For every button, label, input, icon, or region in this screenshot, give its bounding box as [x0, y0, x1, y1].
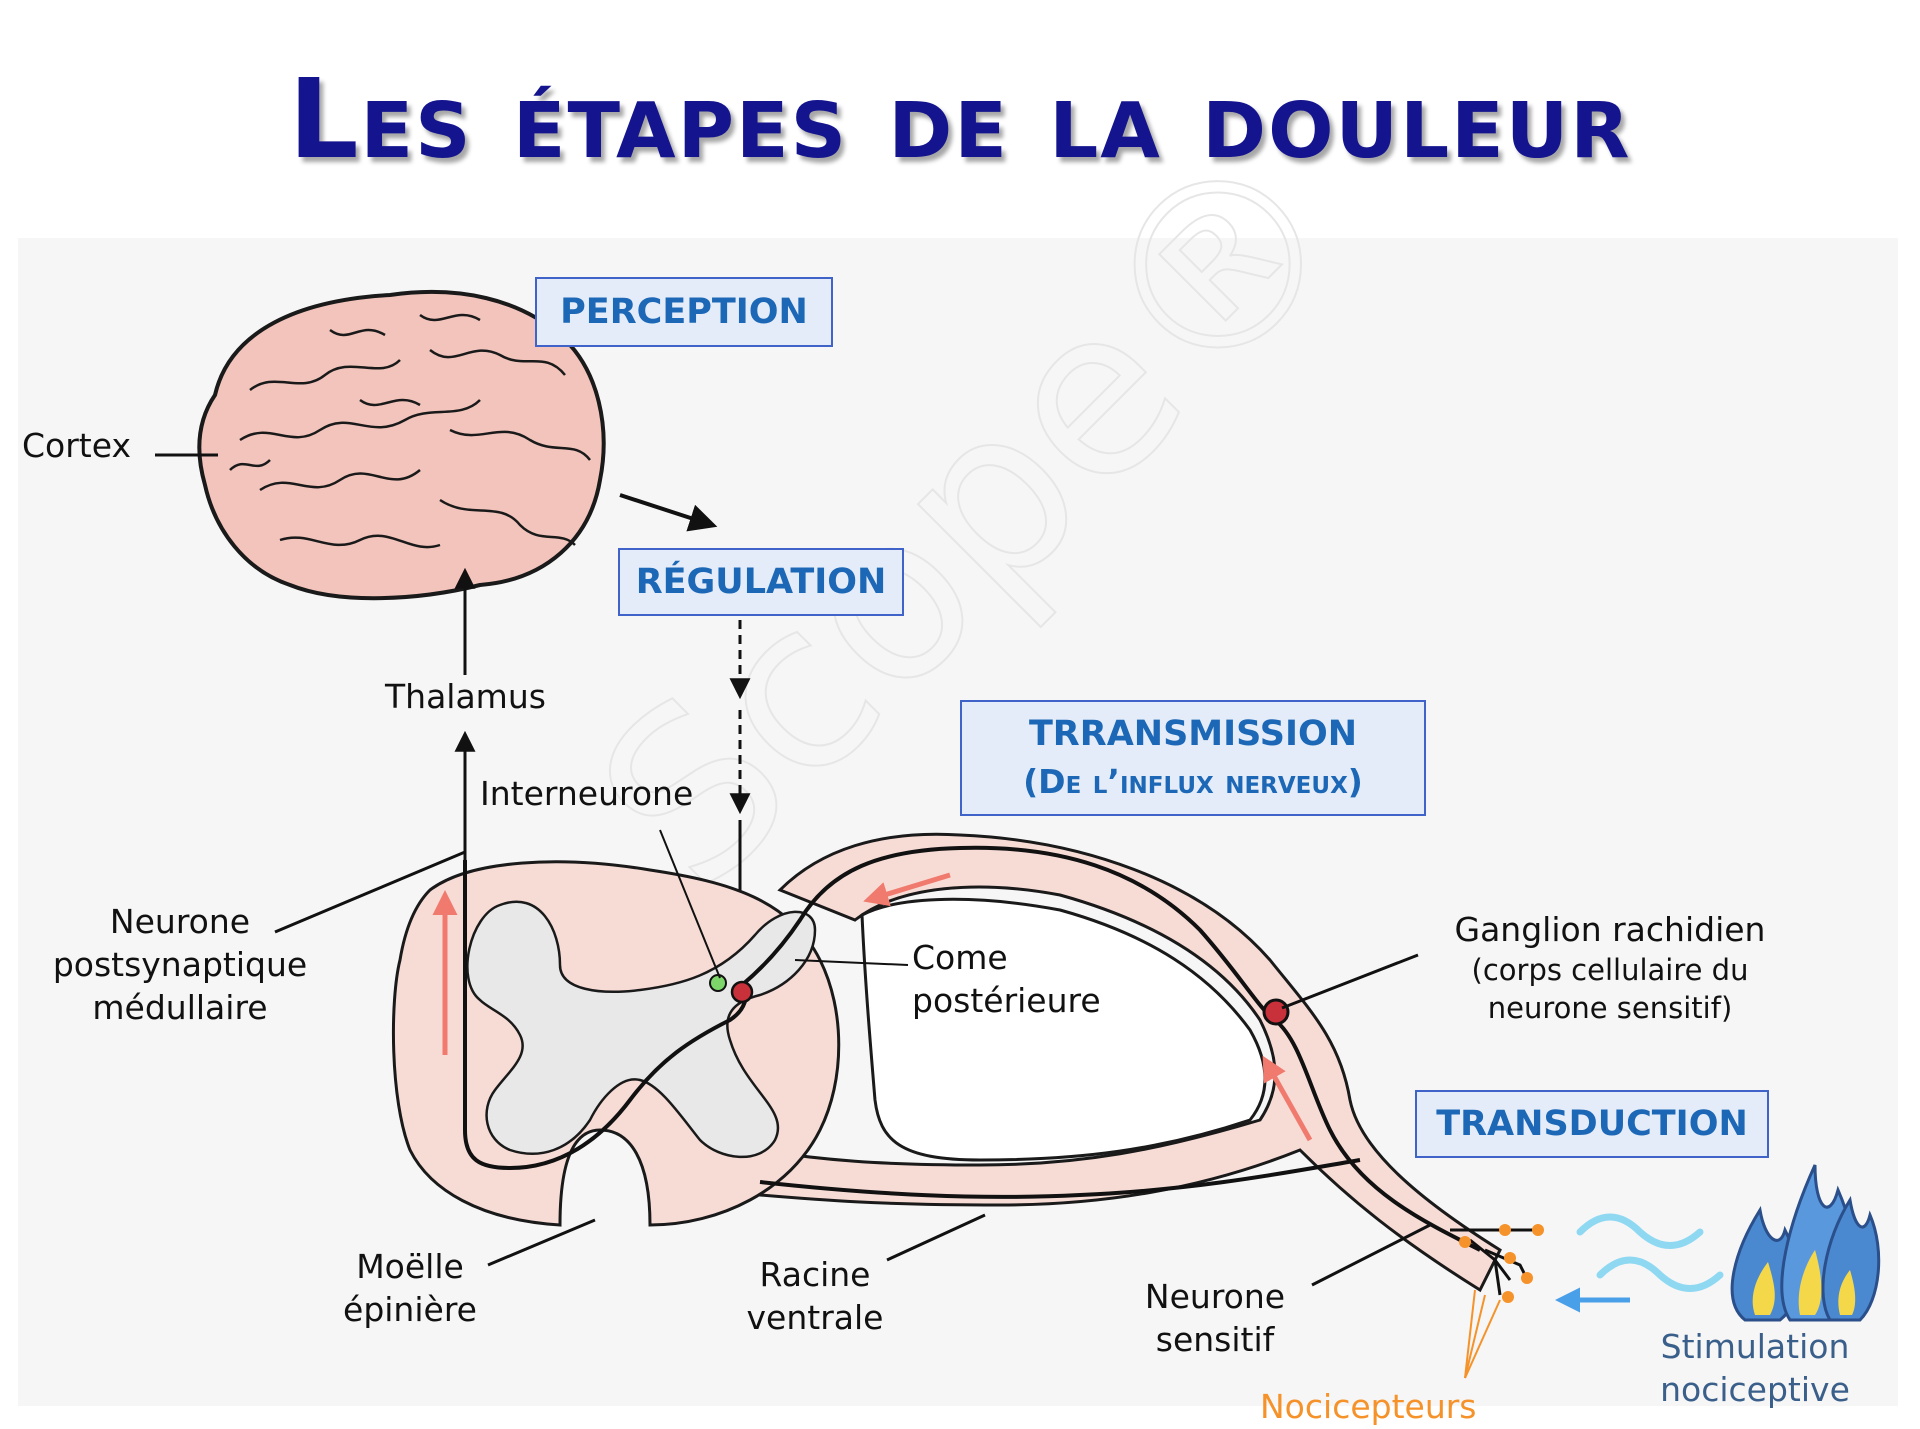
label-sensory-neuron-line2: sensitif: [1130, 1318, 1300, 1361]
stage-regulation-label: RÉGULATION: [636, 562, 887, 602]
brain-regulation-arrow: [620, 495, 712, 525]
label-postsynaptic-line3: médullaire: [40, 986, 320, 1029]
label-ventral-root: Racine ventrale: [735, 1253, 895, 1339]
label-spinal-cord-line2: épinière: [330, 1288, 490, 1331]
label-spinal-cord-line1: Moëlle: [330, 1245, 490, 1288]
label-nociceptors: Nocicepteurs: [1260, 1385, 1477, 1428]
stage-transmission-sublabel: (De l’influx nerveux): [962, 758, 1424, 806]
label-stimulation-line2: nociceptive: [1640, 1368, 1870, 1411]
label-stimulation-line1: Stimulation: [1640, 1325, 1870, 1368]
nociceptor-leaders: [1465, 1290, 1500, 1378]
label-ganglion-line2: (corps cellulaire du: [1415, 951, 1805, 989]
stage-perception-label: PERCEPTION: [560, 292, 808, 332]
label-ganglion: Ganglion rachidien (corps cellulaire du …: [1415, 908, 1805, 1027]
stage-transduction-label: TRANSDUCTION: [1436, 1104, 1748, 1144]
label-ventral-root-line2: ventrale: [735, 1296, 895, 1339]
heat-wave-icon: [1580, 1217, 1720, 1289]
label-cortex: Cortex: [22, 424, 131, 467]
label-dorsal-horn: Come postérieure: [912, 936, 1101, 1022]
label-stimulation: Stimulation nociceptive: [1640, 1325, 1870, 1411]
stage-regulation: RÉGULATION: [618, 548, 904, 616]
stage-transduction: TRANSDUCTION: [1415, 1090, 1769, 1158]
label-ganglion-line3: neurone sensitif): [1415, 989, 1805, 1027]
label-thalamus: Thalamus: [385, 675, 546, 718]
interneuron-dot: [710, 975, 726, 991]
stage-transmission: TRRANSMISSION (De l’influx nerveux): [960, 700, 1426, 816]
flame-icon: [1732, 1165, 1879, 1320]
spinal-cord-illustration: [393, 834, 1500, 1290]
label-spinal-cord: Moëlle épinière: [330, 1245, 490, 1331]
label-postsynaptic-line1: Neurone: [40, 900, 320, 943]
synapse-dot: [732, 982, 752, 1002]
label-sensory-neuron-line1: Neurone: [1130, 1275, 1300, 1318]
label-ventral-root-line1: Racine: [735, 1253, 895, 1296]
label-ganglion-line1: Ganglion rachidien: [1415, 908, 1805, 951]
label-postsynaptic-line2: postsynaptique: [40, 943, 320, 986]
label-postsynaptic-neuron: Neurone postsynaptique médullaire: [40, 900, 320, 1029]
stage-transmission-label: TRRANSMISSION: [962, 710, 1424, 758]
label-sensory-neuron: Neurone sensitif: [1130, 1275, 1300, 1361]
label-dorsal-horn-line1: Come: [912, 936, 1101, 979]
label-dorsal-horn-line2: postérieure: [912, 979, 1101, 1022]
label-interneurone: Interneurone: [480, 772, 693, 815]
ganglion-cell-body: [1264, 1000, 1288, 1024]
stage-perception: PERCEPTION: [535, 277, 833, 347]
